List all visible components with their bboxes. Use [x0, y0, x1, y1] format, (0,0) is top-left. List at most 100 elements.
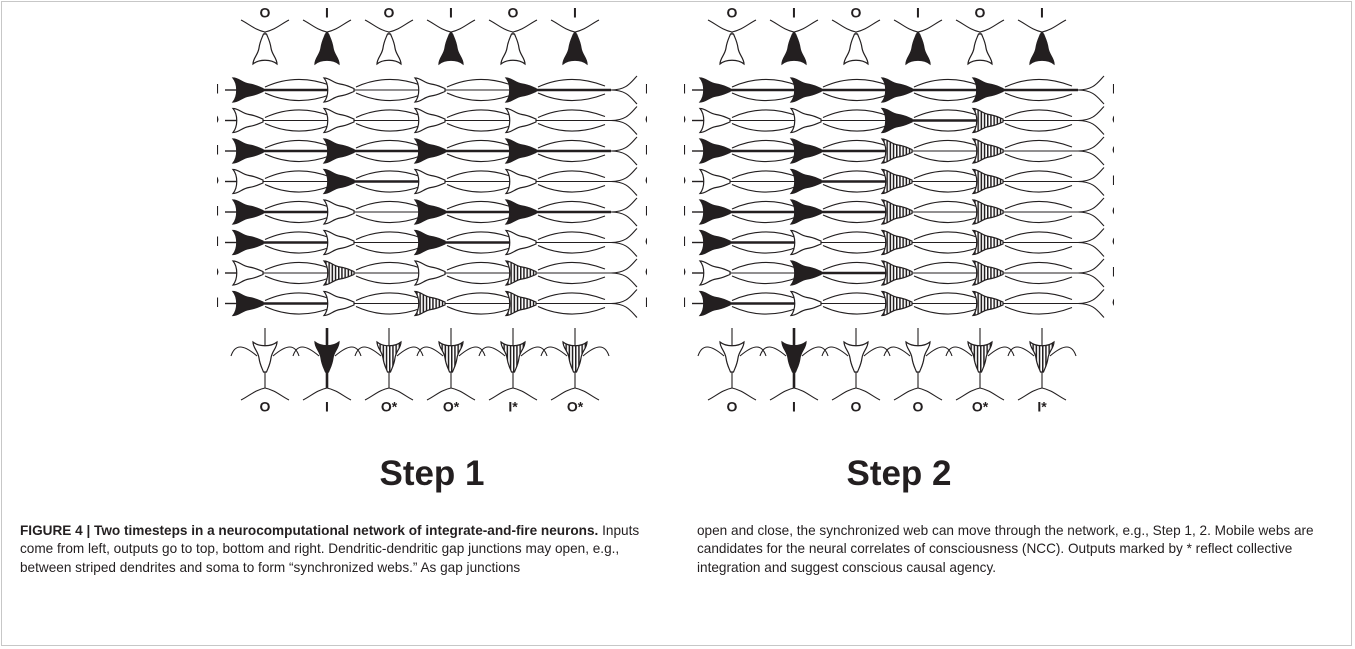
neuron-soma-bottom: [562, 340, 588, 373]
axon-terminal: [917, 387, 943, 401]
neuron-soma: [971, 77, 1004, 103]
dendrite: [264, 183, 333, 193]
neuron-soma: [698, 107, 731, 134]
top-io-label: O: [975, 5, 986, 21]
axon-terminal: [302, 19, 328, 33]
dendrite: [731, 305, 800, 315]
dendrite: [446, 139, 515, 149]
left-io-label: I: [684, 142, 686, 158]
dendrite: [446, 170, 515, 180]
dendrite: [801, 346, 829, 357]
axon-terminal: [1077, 302, 1105, 318]
axon-terminal: [1017, 387, 1043, 401]
dendrite: [272, 346, 300, 357]
neuron-soma: [231, 138, 264, 164]
neuron-soma: [413, 260, 446, 286]
dendrite: [355, 200, 424, 210]
neuron-soma: [413, 168, 446, 195]
axon-terminal: [610, 228, 638, 244]
dendrite: [883, 346, 911, 357]
right-io-label: I*: [1112, 264, 1114, 280]
axon-terminal: [793, 387, 819, 401]
axon-terminal: [512, 19, 538, 33]
dendrite: [446, 200, 515, 210]
neuron-soma-bottom: [500, 340, 526, 373]
neuron-soma: [231, 77, 264, 103]
left-io-label: O: [684, 111, 686, 127]
dendrite: [446, 231, 515, 241]
dendrite: [264, 139, 333, 149]
left-io-label: I: [217, 81, 219, 97]
neuron-soma-bottom: [719, 340, 745, 373]
neuron-soma: [504, 290, 537, 317]
top-io-label: O: [851, 5, 862, 21]
dendrite: [822, 153, 891, 163]
top-io-label: I: [573, 5, 577, 21]
dendrite: [945, 346, 973, 357]
dendrite: [537, 92, 606, 102]
dendrite: [731, 261, 800, 271]
bottom-io-label: I: [792, 399, 796, 415]
dendrite: [446, 305, 515, 315]
dendrite: [537, 275, 606, 285]
dendrite: [537, 305, 606, 315]
left-io-label: O: [684, 172, 686, 188]
neuron-soma: [789, 77, 822, 103]
dendrite: [913, 200, 982, 210]
axon-terminal: [550, 19, 576, 33]
dendrite: [731, 122, 800, 132]
dendrite: [913, 214, 982, 224]
dendrite: [264, 244, 333, 254]
dendrite: [264, 122, 333, 132]
dendrite: [355, 244, 424, 254]
neuron-soma: [789, 290, 822, 317]
neuron-soma-bottom: [905, 340, 931, 373]
axon-terminal: [488, 19, 514, 33]
bottom-io-label: O: [727, 399, 738, 415]
bottom-io-label: O*: [381, 399, 398, 415]
dendrite: [355, 305, 424, 315]
axon-terminal: [731, 19, 757, 33]
dendrite: [1004, 170, 1073, 180]
dendrite: [1004, 275, 1073, 285]
right-io-label: I*: [1112, 172, 1114, 188]
neuron-soma: [789, 260, 822, 286]
neuron-soma: [231, 168, 264, 195]
top-io-label: I: [916, 5, 920, 21]
neuron-soma: [698, 229, 731, 256]
dendrite: [355, 183, 424, 193]
right-io-label: I: [645, 81, 647, 97]
neuron-soma: [880, 199, 913, 225]
neuron-soma: [971, 199, 1004, 225]
dendrite: [537, 200, 606, 210]
axon-terminal: [1077, 106, 1105, 122]
neuron-soma: [880, 260, 913, 286]
dendrite: [822, 231, 891, 241]
bottom-io-label: I*: [1037, 399, 1047, 415]
axon-terminal: [610, 197, 638, 213]
top-io-label: I: [325, 5, 329, 21]
neuron-soma: [504, 260, 537, 286]
dendrite: [1004, 200, 1073, 210]
neuron-soma: [413, 138, 446, 164]
dendrite: [264, 153, 333, 163]
neuron-soma-top: [376, 33, 402, 66]
axon-terminal: [855, 19, 881, 33]
axon-terminal: [1041, 387, 1067, 401]
axon-terminal: [1041, 19, 1067, 33]
axon-terminal: [1077, 167, 1105, 183]
neuron-soma: [971, 260, 1004, 286]
dendrite: [731, 214, 800, 224]
neuron-soma-bottom: [1029, 340, 1055, 373]
axon-terminal: [388, 387, 414, 401]
dendrite: [821, 346, 849, 357]
dendrite: [739, 346, 767, 357]
dendrite: [537, 244, 606, 254]
dendrite: [537, 109, 606, 119]
dendrite: [731, 200, 800, 210]
axon-terminal: [610, 258, 638, 274]
dendrite: [355, 275, 424, 285]
dendrite: [913, 292, 982, 302]
